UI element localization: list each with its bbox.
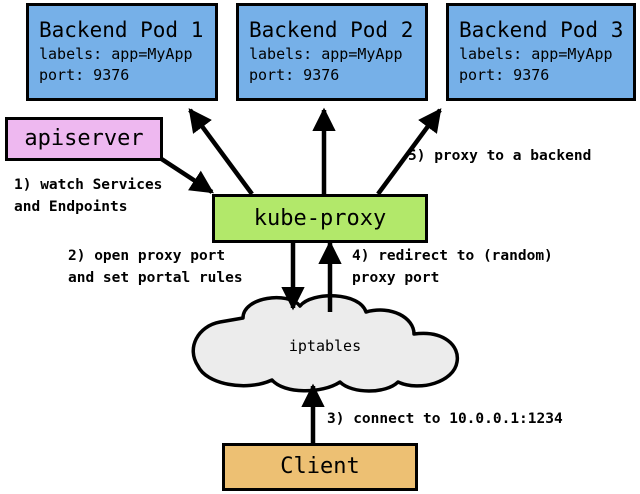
backend-pod-2-box[interactable]: Backend Pod 2 labels: app=MyApp port: 93… — [236, 3, 428, 101]
kube-proxy-label: kube-proxy — [253, 205, 387, 231]
apiserver-label: apiserver — [24, 126, 144, 151]
iptables-label: iptables — [288, 337, 362, 355]
step-4-annotation: 4) redirect to (random) proxy port — [352, 248, 553, 286]
backend-pod-3-title: Backend Pod 3 — [459, 17, 624, 42]
step-2-annotation: 2) open proxy port and set portal rules — [68, 248, 243, 286]
arrow-apiserver-to-kubeproxy — [158, 156, 214, 194]
backend-pod-3-box[interactable]: Backend Pod 3 labels: app=MyApp port: 93… — [446, 3, 636, 101]
step-5-annotation: 5) proxy to a backend — [408, 148, 592, 164]
backend-pod-2-port: port: 9376 — [249, 65, 340, 84]
arrow-kubeproxy-to-pod3 — [376, 108, 442, 196]
arrow-kubeproxy-to-pod1 — [188, 108, 254, 196]
backend-pod-1-box[interactable]: Backend Pod 1 labels: app=MyApp port: 93… — [26, 3, 218, 101]
backend-pod-1-title: Backend Pod 1 — [39, 17, 204, 42]
backend-pod-2-labels: labels: app=MyApp — [249, 44, 403, 63]
step-3-annotation: 3) connect to 10.0.0.1:1234 — [327, 411, 563, 427]
backend-pod-1-labels: labels: app=MyApp — [39, 44, 193, 63]
backend-pod-3-labels: labels: app=MyApp — [459, 44, 613, 63]
backend-pod-1-port: port: 9376 — [39, 65, 130, 84]
backend-pod-2-title: Backend Pod 2 — [249, 17, 414, 42]
kube-proxy-box[interactable]: kube-proxy — [212, 194, 428, 243]
apiserver-box[interactable]: apiserver — [5, 117, 163, 161]
client-box[interactable]: Client — [222, 443, 418, 491]
step-1-annotation: 1) watch Services and Endpoints — [14, 177, 163, 215]
client-label: Client — [280, 454, 360, 479]
backend-pod-3-port: port: 9376 — [459, 65, 550, 84]
